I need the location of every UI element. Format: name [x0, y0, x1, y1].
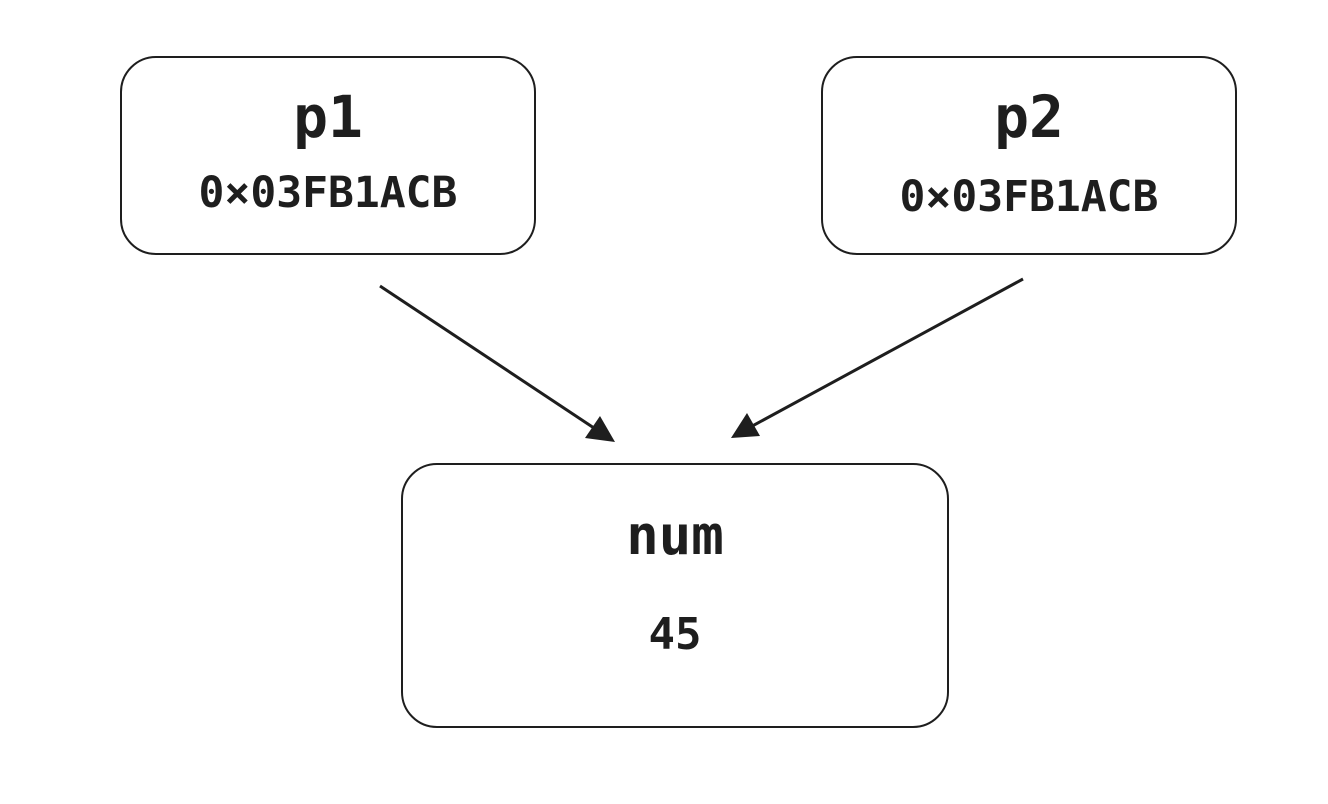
arrowhead-icon: [731, 413, 760, 438]
edge-p2-to-num: [731, 277, 1024, 438]
pointer-node-p1[interactable]: p1 0×03FB1ACB: [120, 56, 536, 255]
node-name: p1: [293, 83, 363, 151]
node-value: 45: [648, 609, 702, 660]
node-name: p2: [994, 83, 1064, 151]
node-value: 0×03FB1ACB: [198, 168, 458, 218]
pointer-node-p2[interactable]: p2 0×03FB1ACB: [821, 56, 1237, 255]
edge-p1-to-num: [379, 284, 615, 442]
node-value: 0×03FB1ACB: [899, 172, 1159, 222]
node-name: num: [626, 504, 724, 567]
variable-node-num[interactable]: num 45: [401, 463, 949, 728]
arrowhead-icon: [585, 416, 615, 442]
